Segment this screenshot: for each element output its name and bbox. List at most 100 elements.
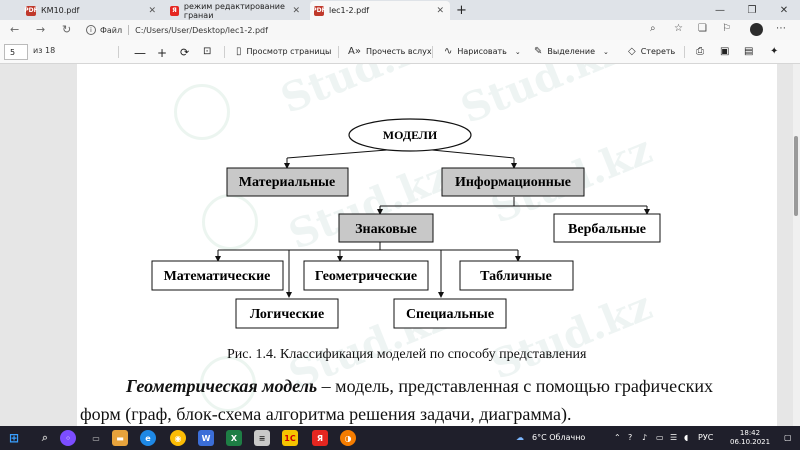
back-arrow-icon[interactable]: ← [10,23,20,36]
more-menu-icon[interactable]: ⋯ [776,23,786,34]
clock[interactable]: 18:42 06.10.2021 [730,429,770,447]
task-view-icon[interactable]: ▭ [92,433,100,443]
node-geometric [303,260,429,291]
clock-date: 06.10.2021 [730,438,771,446]
view-page-button[interactable]: ▯ Просмотр страницы [236,46,331,57]
tab-bar: PDF КМ10.pdf ✕ Я режим редактирование гр… [0,0,800,20]
save-as-icon[interactable]: ▤ [744,46,754,57]
address-label: Файл [100,25,123,35]
erase-label: Стереть [640,47,676,56]
collections-icon[interactable]: ❏ [698,23,707,34]
draw-button[interactable]: ∿ Нарисовать ⌄ [444,46,521,57]
tab-label: КМ10.pdf [41,6,80,15]
close-icon[interactable]: ✕ [148,5,156,16]
minimize-button[interactable]: — [715,4,725,16]
excel-icon[interactable]: X [226,430,242,446]
node-tabular-label: Табличные [480,269,552,284]
node-information [441,167,585,197]
tab-label: режим редактирование гранаи [183,1,285,20]
eraser-icon: ◇ [628,46,636,57]
extensions-icon[interactable]: ⚐ [722,23,731,34]
scrollbar-thumb[interactable] [794,136,798,216]
close-icon[interactable]: ✕ [436,5,444,16]
info-icon: i [86,25,96,35]
chevron-up-icon[interactable]: ⌃ [614,433,621,442]
pin-icon[interactable]: ✦ [770,46,779,57]
toolbar-separator [118,46,119,58]
network-icon[interactable]: ☰ [670,433,678,442]
pdf-file-icon: PDF [24,5,38,16]
pdf-toolbar: 5 из 18 — + ⟳ ⊡ ▯ Просмотр страницы A» П… [0,40,800,64]
1c-icon[interactable]: 1С [282,430,298,446]
maximize-button[interactable]: ❐ [747,4,757,16]
diagram-root-label: МОДЕЛИ [383,128,438,142]
paragraph-line-1: Геометрическая модель – модель, представ… [126,376,713,397]
print-icon[interactable]: ⎙ [696,46,704,57]
paragraph-line-2: форм (граф, блок-схема алгоритма решения… [80,404,572,424]
forward-arrow-icon[interactable]: → [36,23,46,36]
vertical-scrollbar[interactable] [793,64,800,426]
pen-icon: ∿ [444,46,453,57]
zoom-icon[interactable]: ⌕ [650,23,656,34]
node-verbal-label: Вербальные [568,222,646,237]
watermark-logo [200,356,256,412]
node-information-label: Информационные [455,175,571,190]
taskbar: ⊞ ⌕ ◦ ▭ ▬ e ◉ W X ≡ 1С Я ◑ ☁ 6°C Облачно… [0,426,800,450]
highlight-label: Выделение [547,47,596,56]
notifications-icon[interactable]: ▢ [784,433,792,442]
node-sign-label: Знаковые [355,222,417,237]
node-sign [338,213,434,243]
node-special [393,298,507,329]
microphone-icon[interactable]: ♪ [642,433,648,442]
battery-icon[interactable]: ▭ [656,433,664,442]
figure-caption: Рис. 1.4. Классификация моделей по спосо… [227,347,587,362]
highlight-button[interactable]: ✎ Выделение ⌄ [534,46,609,57]
language-indicator[interactable]: РУС [698,433,714,442]
page-number-input[interactable]: 5 [4,44,28,60]
node-verbal [553,213,661,243]
node-logical [235,298,339,329]
help-icon[interactable]: ? [628,433,633,442]
weather-icon: ☁ [516,433,524,442]
close-icon[interactable]: ✕ [292,5,300,16]
paragraph-text: – модель, представленная с помощью графи… [317,376,713,396]
favorite-star-icon[interactable]: ☆ [674,23,683,34]
edge-icon[interactable]: e [140,430,156,446]
chrome-icon[interactable]: ◉ [170,430,186,446]
term-geometric-model: Геометрическая модель [126,376,318,396]
start-icon[interactable]: ⊞ [8,431,20,445]
save-icon[interactable]: ▣ [720,46,730,57]
node-logical-label: Логические [250,307,324,322]
address-field[interactable]: i Файл C:/Users/User/Desktop/lec1-2.pdf [86,22,636,38]
erase-button[interactable]: ◇ Стереть [628,46,675,57]
view-page-label: Просмотр страницы [246,47,332,56]
watermark-logo [174,84,230,140]
tab-lec[interactable]: PDF lec1-2.pdf ✕ [310,1,450,20]
fit-page-icon[interactable]: ⊡ [203,46,212,57]
assistant-icon[interactable]: ◦ [60,430,76,446]
blender-icon[interactable]: ◑ [340,430,356,446]
read-aloud-icon: A» [348,46,361,57]
zoom-out-icon[interactable]: — [134,46,146,60]
tab-search[interactable]: Я режим редактирование гранаи ✕ [166,1,306,20]
file-explorer-icon[interactable]: ▬ [112,430,128,446]
new-tab-button[interactable]: + [456,3,467,18]
rotate-icon[interactable]: ⟳ [180,46,190,59]
yandex-browser-icon[interactable]: Я [312,430,328,446]
volume-icon[interactable]: ◖ [684,433,689,442]
chevron-down-icon[interactable]: ⌄ [514,47,521,56]
zoom-in-icon[interactable]: + [157,46,168,60]
weather-text[interactable]: 6°C Облачно [532,433,586,442]
refresh-icon[interactable]: ↻ [62,23,72,36]
search-icon[interactable]: ⌕ [41,431,49,444]
close-window-button[interactable]: ✕ [779,4,789,16]
chevron-down-icon[interactable]: ⌄ [603,47,609,56]
toolbar-separator [224,46,225,58]
avatar[interactable] [750,23,763,36]
page-count: из 18 [33,46,56,55]
word-icon[interactable]: W [198,430,214,446]
notepad-icon[interactable]: ≡ [254,430,270,446]
pdf-page: Stud.kz Stud.kz Stud.kz Stud.kz Stud.kz … [77,64,777,426]
tab-km10[interactable]: PDF КМ10.pdf ✕ [22,1,162,20]
read-aloud-button[interactable]: A» Прочесть вслух [348,46,432,57]
